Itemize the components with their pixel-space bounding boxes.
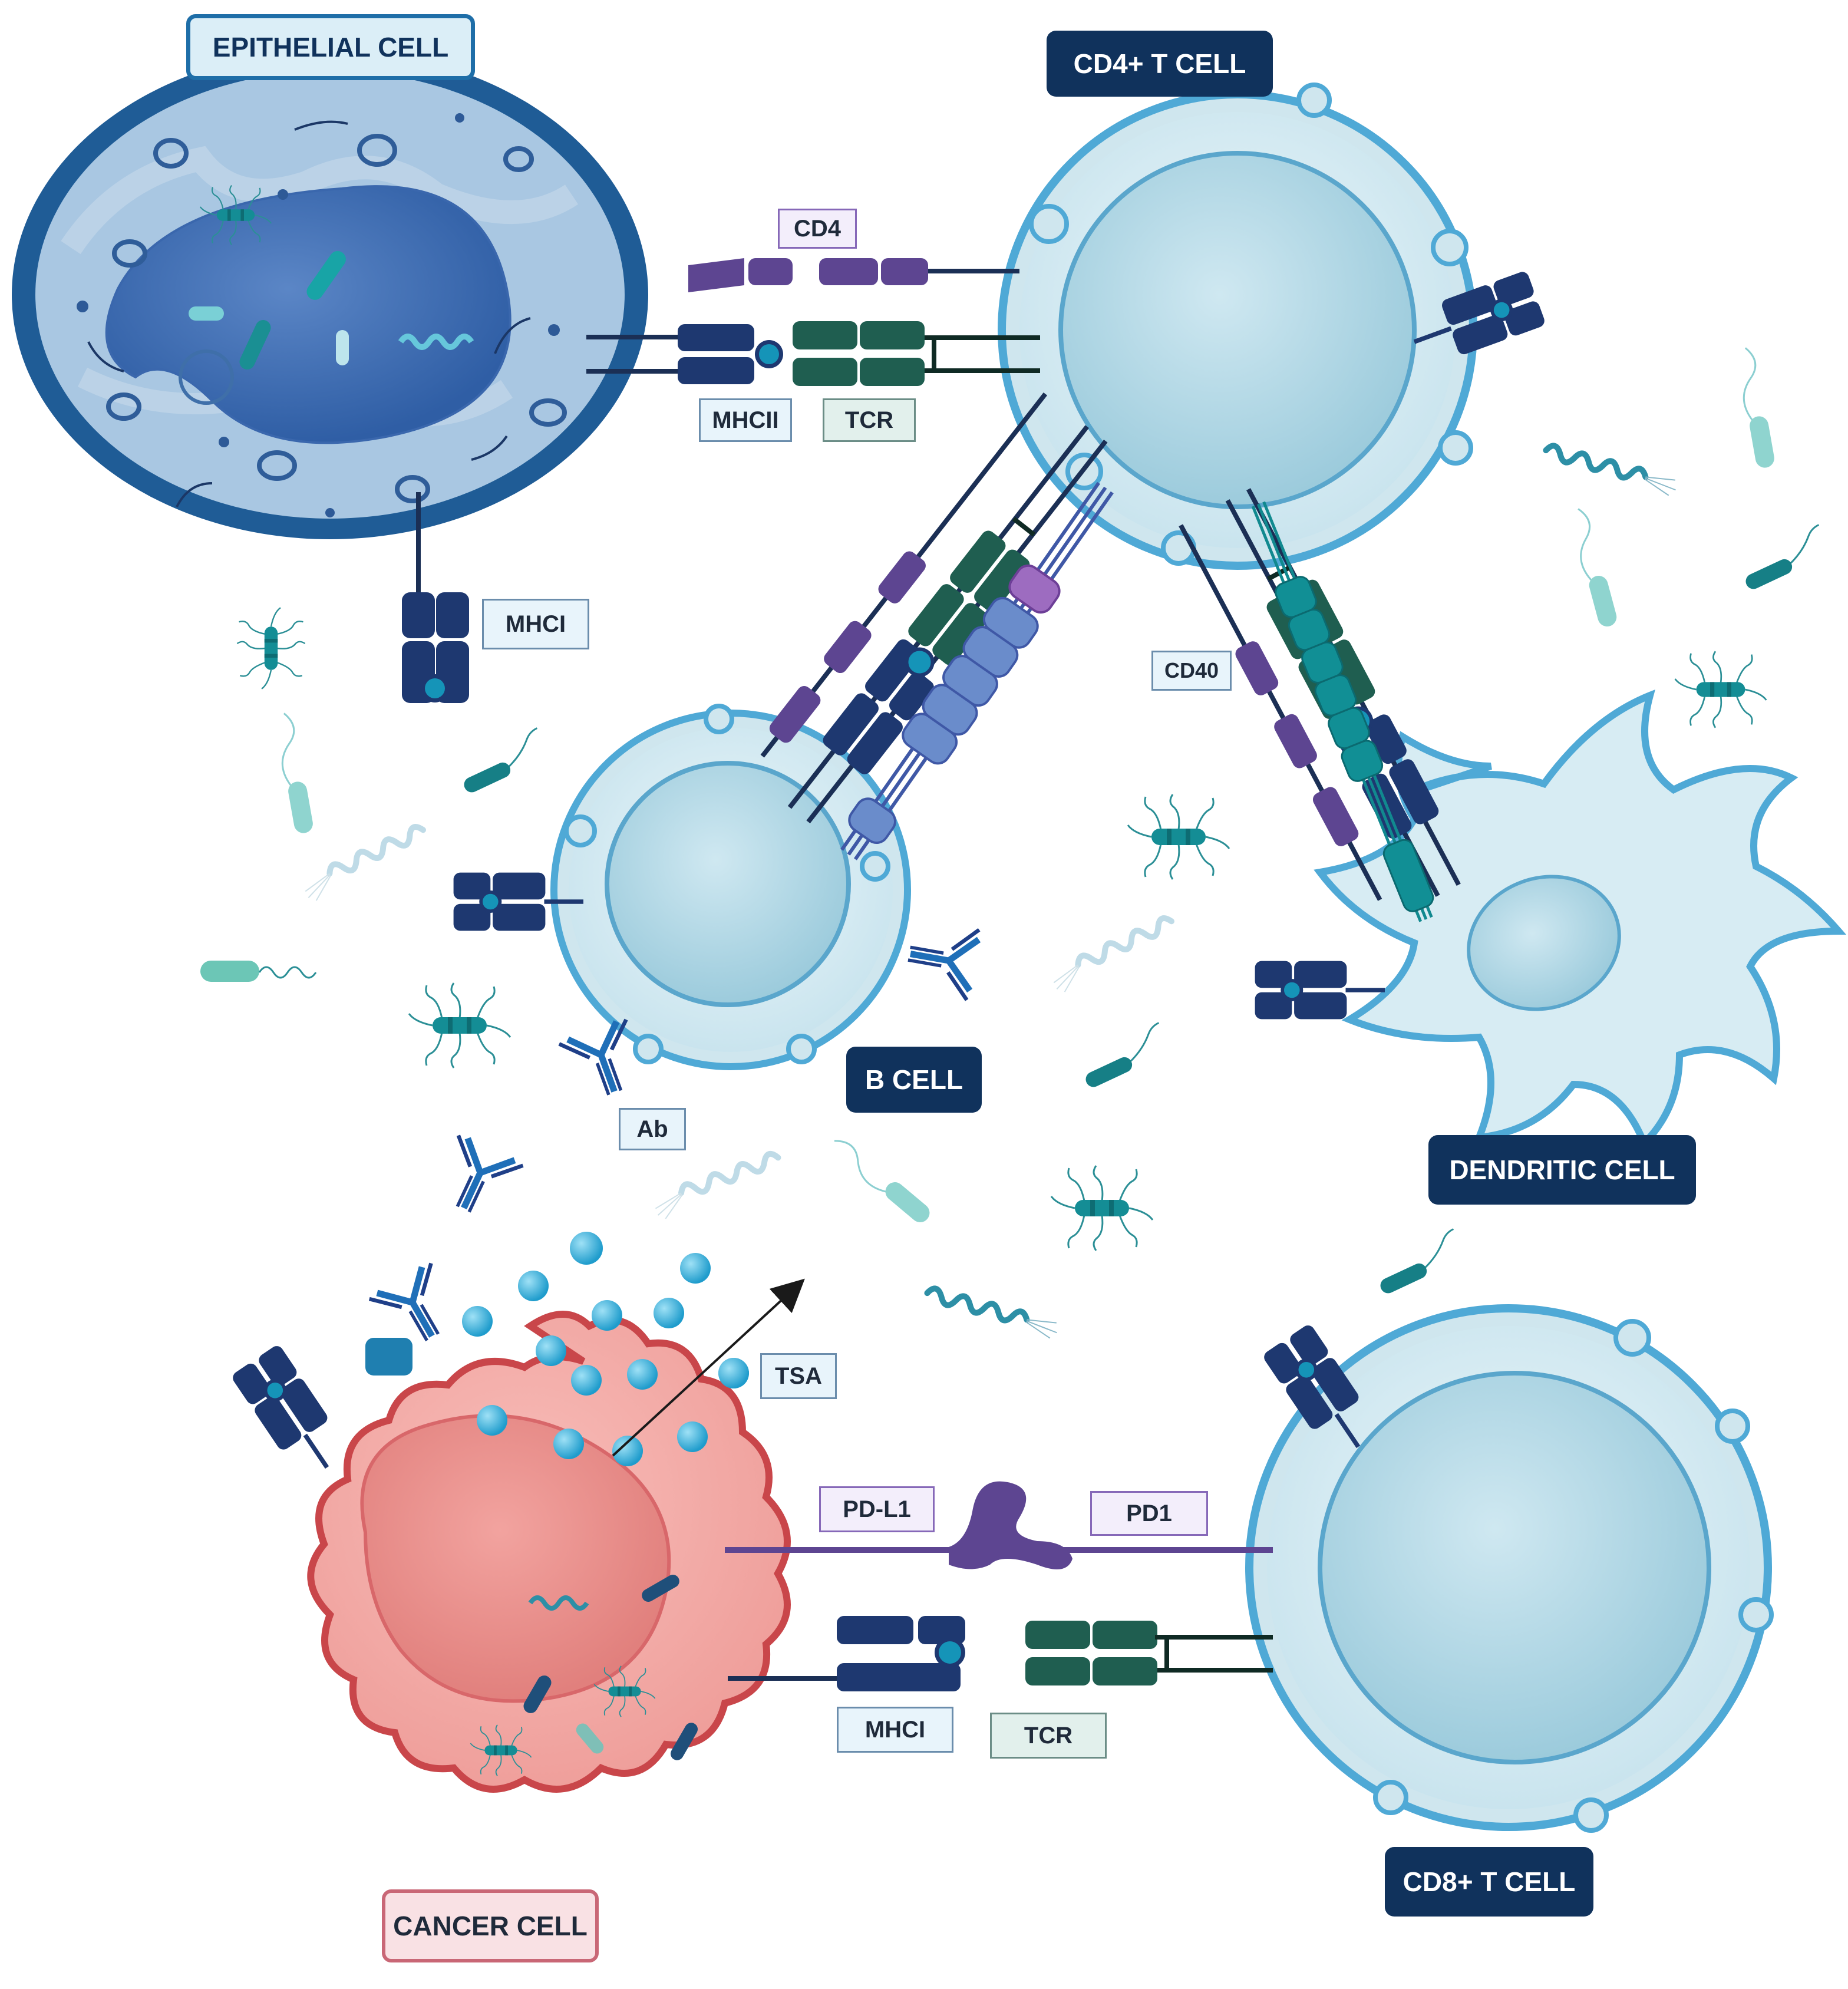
epithelial-cell-label: EPITHELIAL CELL (186, 14, 475, 80)
pdl1-pd1-complex (725, 1481, 1273, 1569)
mhcii-tcr-complex-top (586, 321, 1040, 386)
dendritic-cell (1314, 689, 1847, 1150)
tcr-bottom-label: TCR (990, 1713, 1107, 1759)
epithelial-cell (12, 50, 648, 595)
tcr-top-label: TCR (823, 398, 916, 442)
cd4-label: CD4 (778, 209, 857, 249)
cd8-t-cell-label: CD8+ T CELL (1385, 1847, 1593, 1917)
cd4-t-cell (998, 83, 1477, 570)
b-cell-label: B CELL (846, 1047, 982, 1113)
pdl1-label: PD-L1 (819, 1486, 935, 1532)
cancer-cell-label: CANCER CELL (382, 1889, 599, 1962)
mhci-tcr-complex-bottom (728, 1616, 1273, 1691)
cancer-cell (307, 1311, 791, 1793)
ab-label: Ab (619, 1108, 686, 1150)
pd1-label: PD1 (1090, 1491, 1208, 1536)
mhci-epithelial (402, 592, 469, 703)
b-cell (550, 704, 911, 1070)
mhci-bottom-label: MHCI (837, 1707, 953, 1753)
tsa-label: TSA (760, 1353, 837, 1399)
mhcii-label: MHCII (699, 398, 792, 442)
cd4-t-cell-label: CD4+ T CELL (1047, 31, 1273, 97)
bacterium-icon (200, 345, 1833, 1340)
tsa-particle-icon (462, 1232, 749, 1466)
b-cell-cd4-receptors (760, 392, 1108, 824)
tsa-receptor (365, 1338, 412, 1376)
cd40-complex (840, 481, 1114, 860)
tsa-release-arrow (612, 1278, 805, 1457)
cd4-molecule (688, 258, 1019, 292)
antibody-icon (903, 919, 981, 1001)
teal-receptor-dendritic (1251, 501, 1434, 922)
dendritic-cell-label: DENDRITIC CELL (1428, 1135, 1696, 1205)
cd8-t-cell (1245, 1304, 1774, 1833)
cd40-label: CD40 (1151, 651, 1232, 691)
antibody-icon (431, 1134, 523, 1225)
mhci-epithelial-label: MHCI (482, 599, 589, 649)
